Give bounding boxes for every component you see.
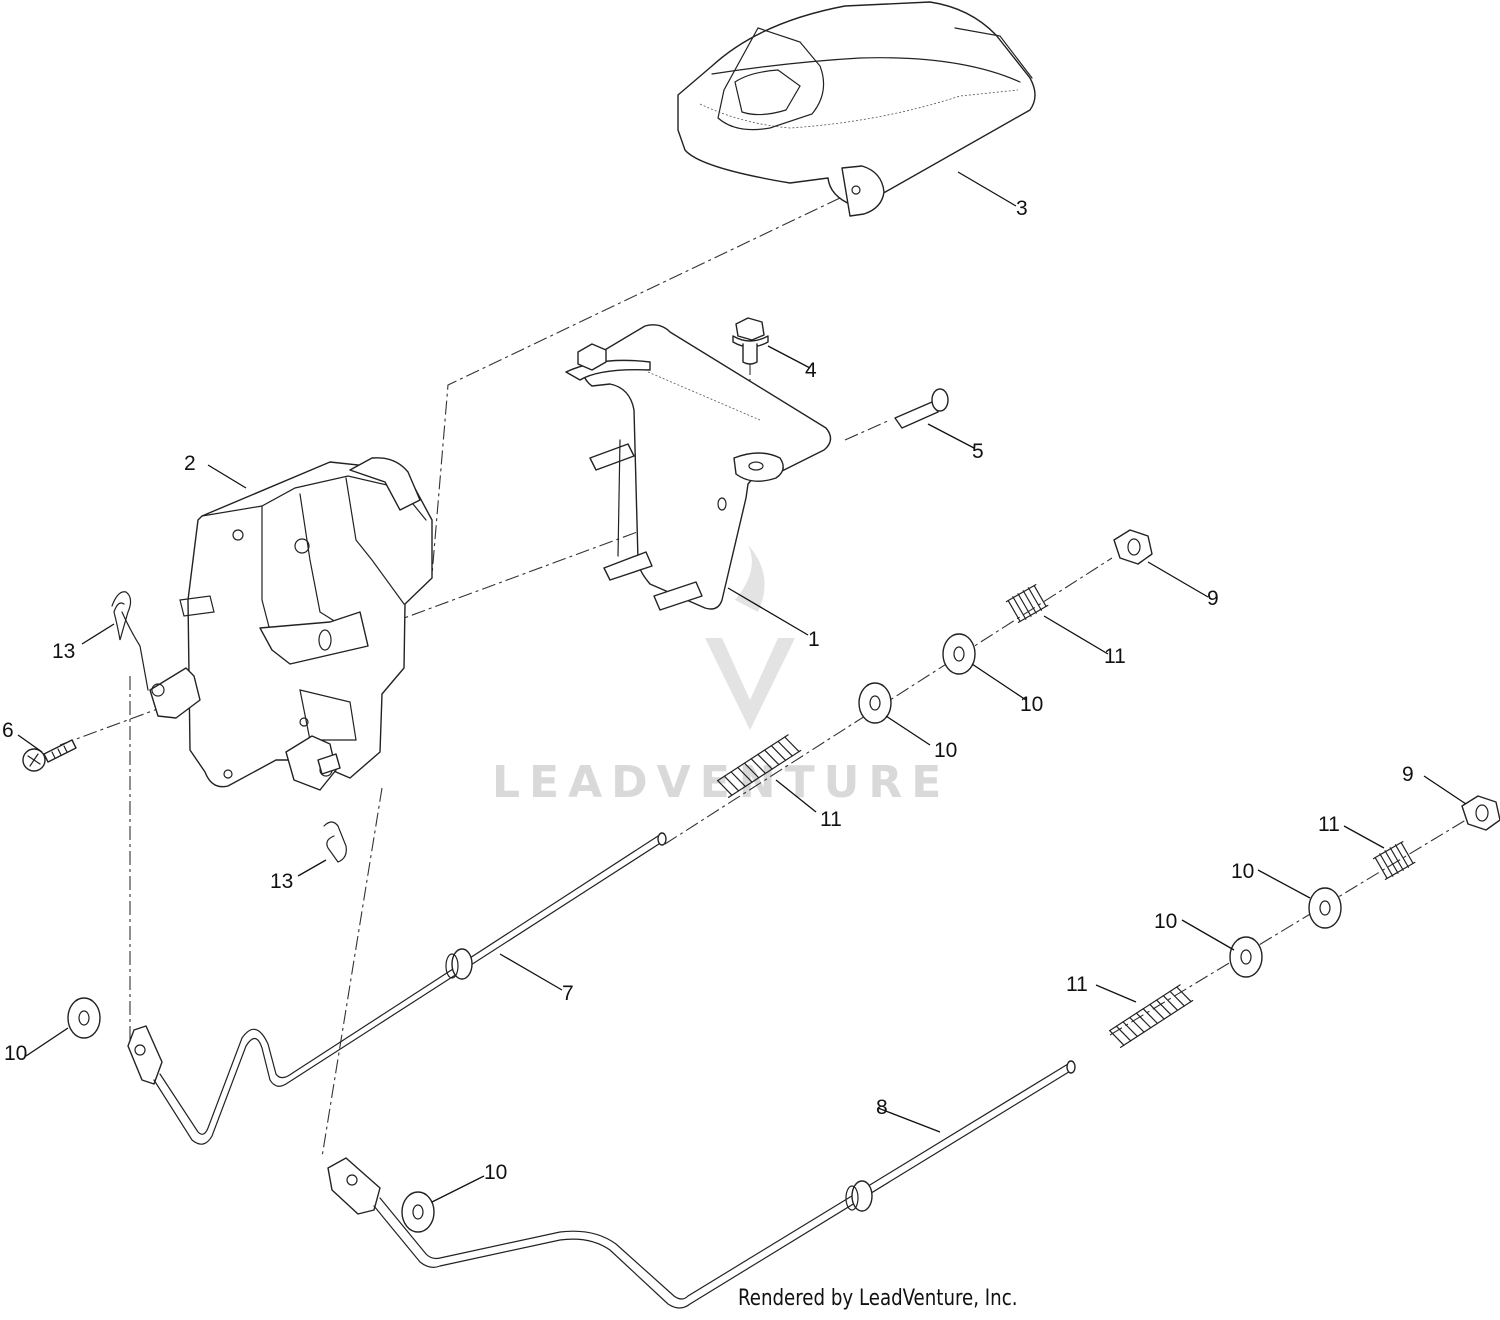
callout-2: 2 bbox=[184, 452, 196, 475]
part-5-pin bbox=[894, 388, 949, 429]
callout-11-d: 11 bbox=[1066, 973, 1088, 996]
callout-7: 7 bbox=[562, 982, 574, 1005]
callout-8: 8 bbox=[876, 1096, 888, 1119]
callout-11-c: 11 bbox=[1318, 813, 1340, 836]
callout-13-a: 13 bbox=[52, 640, 75, 663]
part-7-rod bbox=[127, 832, 667, 1145]
callout-11-a: 11 bbox=[1104, 645, 1126, 668]
nut-9-a bbox=[1113, 529, 1153, 565]
callout-5: 5 bbox=[972, 440, 984, 463]
springs bbox=[717, 584, 1416, 1048]
leadventure-v-logo-icon bbox=[705, 545, 795, 730]
watermark-text: LEADVENTURE bbox=[492, 757, 950, 808]
callout-10-c: 10 bbox=[1231, 860, 1254, 883]
callout-6: 6 bbox=[2, 719, 14, 742]
part-3-seat-cover bbox=[677, 1, 1036, 217]
callout-4: 4 bbox=[805, 359, 817, 382]
watermark: LEADVENTURE bbox=[492, 545, 950, 808]
washer-10-d bbox=[1229, 936, 1263, 978]
nuts bbox=[1113, 529, 1500, 831]
nut-9-b bbox=[1461, 795, 1500, 831]
washer-10-e bbox=[67, 997, 101, 1039]
spring-11-small-a bbox=[1005, 584, 1049, 623]
leader-lines bbox=[17, 171, 1467, 1203]
part-2-control-module bbox=[149, 457, 433, 791]
washer-10-f bbox=[401, 1191, 435, 1233]
callout-10-d: 10 bbox=[1154, 910, 1177, 933]
callout-1: 1 bbox=[808, 628, 820, 651]
part-13-hairpin-clips bbox=[111, 591, 347, 863]
washer-10-b bbox=[858, 682, 892, 724]
part-4-flange-bolt bbox=[732, 317, 769, 365]
callout-10-f: 10 bbox=[484, 1161, 507, 1184]
callout-9-b: 9 bbox=[1402, 763, 1414, 786]
spring-11-long-b bbox=[1109, 984, 1194, 1048]
callout-13-b: 13 bbox=[270, 870, 293, 893]
callout-3: 3 bbox=[1016, 197, 1028, 220]
part-6-screw bbox=[22, 739, 77, 772]
callout-10-a: 10 bbox=[1020, 693, 1043, 716]
washer-10-c bbox=[1308, 887, 1342, 929]
rendered-by-credit: Rendered by LeadVenture, Inc. bbox=[738, 1286, 1018, 1311]
part-1-bracket bbox=[565, 324, 832, 611]
callout-10-b: 10 bbox=[934, 739, 957, 762]
callout-11-b: 11 bbox=[820, 808, 842, 831]
spring-11-small-b bbox=[1372, 841, 1416, 880]
callout-10-e: 10 bbox=[4, 1042, 27, 1065]
callout-labels: 1 2 3 4 5 6 7 8 9 9 10 10 10 10 10 10 11… bbox=[2, 197, 1414, 1184]
washers bbox=[67, 633, 1342, 1233]
callout-9-a: 9 bbox=[1207, 587, 1219, 610]
spring-11-long-a bbox=[717, 734, 802, 798]
washer-10-a bbox=[942, 633, 976, 675]
part-8-rod bbox=[327, 1060, 1076, 1309]
